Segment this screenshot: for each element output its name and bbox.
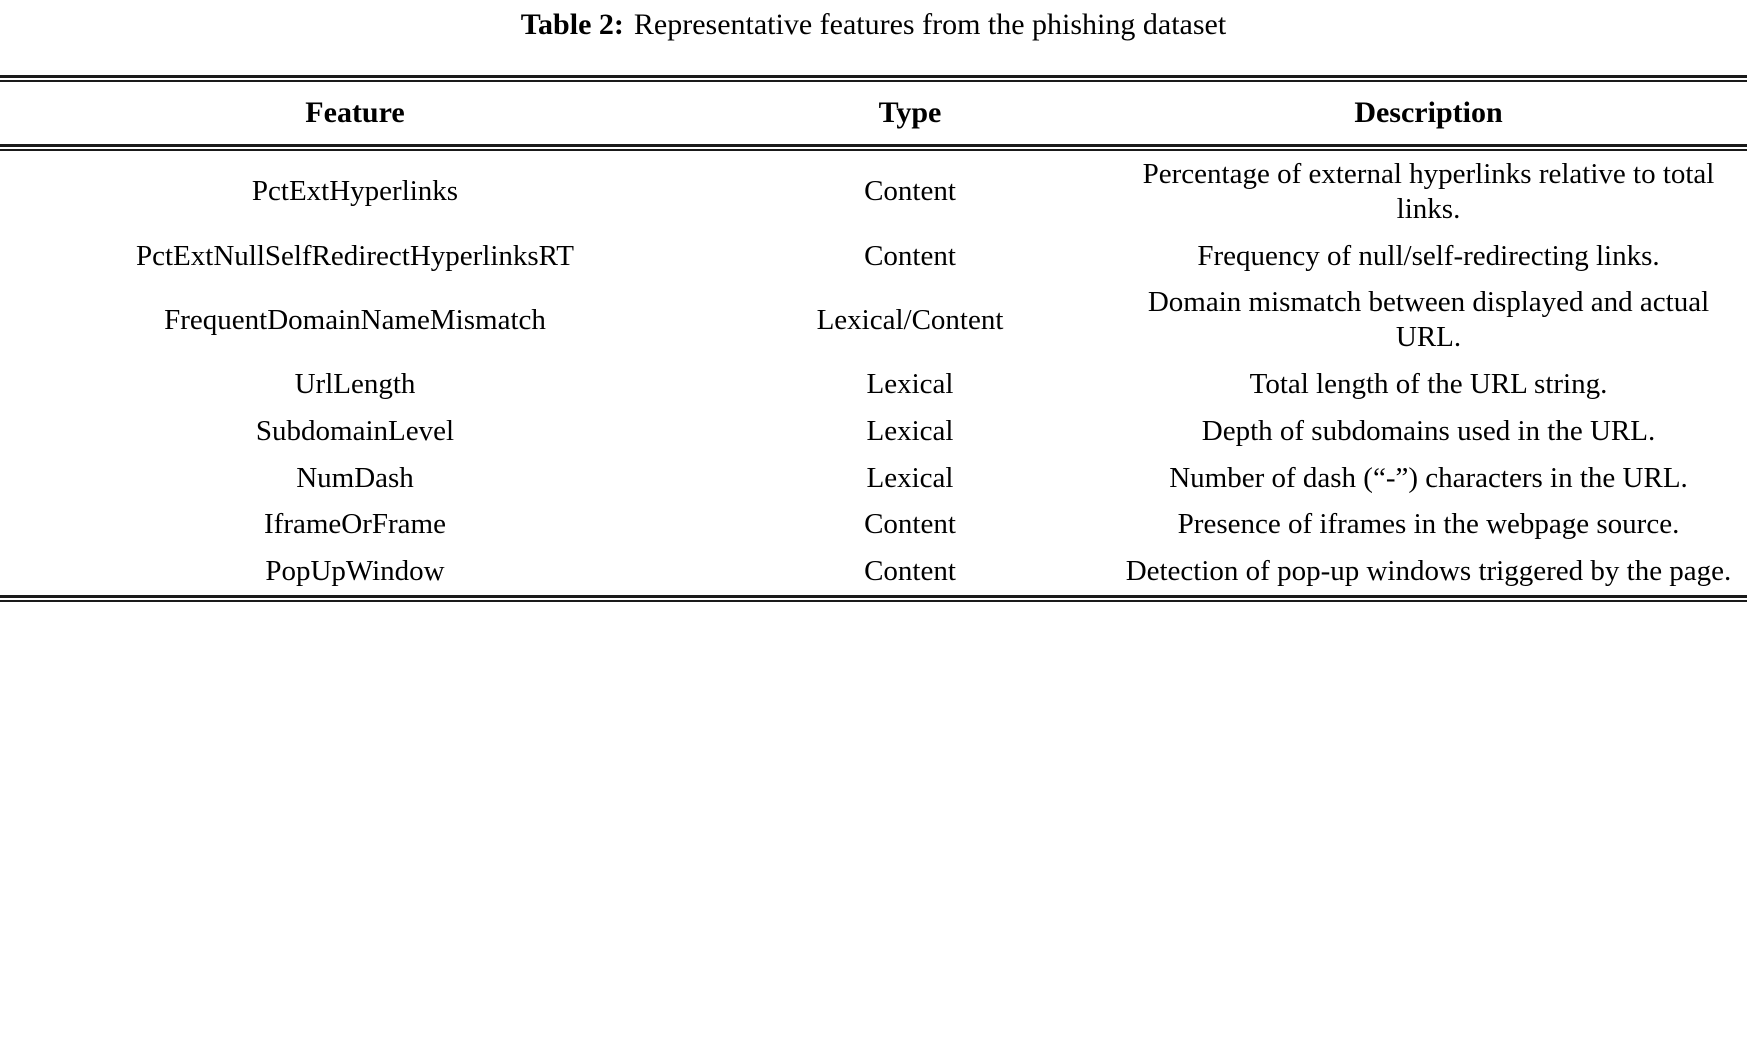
- column-header-type: Type: [878, 96, 942, 129]
- cell-description: Detection of pop-up windows triggered by…: [1125, 555, 1732, 588]
- features-table-body: PctExtHyperlinks Content Percentage of e…: [0, 151, 1747, 595]
- cell-description: Presence of iframes in the webpage sourc…: [1177, 508, 1680, 541]
- features-table: Feature Type Description: [0, 82, 1747, 144]
- cell-feature: SubdomainLevel: [255, 414, 455, 447]
- cell-type: Content: [864, 508, 956, 541]
- cell-feature: FrequentDomainNameMismatch: [164, 303, 546, 336]
- caption-text: Representative features from the phishin…: [633, 8, 1227, 41]
- cell-feature: IframeOrFrame: [264, 508, 446, 541]
- table-header-row: Feature Type Description: [0, 82, 1747, 144]
- column-header-feature: Feature: [305, 96, 405, 129]
- column-header-description: Description: [1354, 96, 1503, 129]
- cell-description: Percentage of external hyperlinks relati…: [1142, 158, 1715, 225]
- table-row: PctExtHyperlinks Content Percentage of e…: [0, 151, 1747, 233]
- cell-feature: PctExtHyperlinks: [251, 175, 459, 208]
- table-row: PopUpWindow Content Detection of pop-up …: [0, 548, 1747, 595]
- table-caption: Table 2: Representative features from the…: [0, 0, 1747, 41]
- table-row: NumDash Lexical Number of dash (“-”) cha…: [0, 455, 1747, 502]
- cell-type: Content: [864, 555, 956, 588]
- table-row: UrlLength Lexical Total length of the UR…: [0, 361, 1747, 408]
- cell-description: Depth of subdomains used in the URL.: [1201, 414, 1656, 447]
- table-row: SubdomainLevel Lexical Depth of subdomai…: [0, 408, 1747, 455]
- cell-feature: PctExtNullSelfRedirectHyperlinksRT: [135, 239, 575, 272]
- cell-description: Number of dash (“-”) characters in the U…: [1169, 461, 1688, 494]
- table-row: IframeOrFrame Content Presence of iframe…: [0, 501, 1747, 548]
- cell-feature: UrlLength: [294, 367, 416, 400]
- cell-description: Frequency of null/self-redirecting links…: [1197, 239, 1660, 272]
- table-top-rule: [0, 75, 1747, 82]
- cell-feature: PopUpWindow: [265, 555, 445, 588]
- caption-label: Table 2:: [520, 8, 624, 41]
- table-row: FrequentDomainNameMismatch Lexical/Conte…: [0, 279, 1747, 361]
- cell-type: Lexical: [866, 367, 954, 400]
- table-row: PctExtNullSelfRedirectHyperlinksRT Conte…: [0, 233, 1747, 280]
- table-bottom-rule: [0, 594, 1747, 602]
- cell-type: Lexical/Content: [816, 303, 1004, 336]
- cell-description: Domain mismatch between displayed and ac…: [1147, 286, 1710, 354]
- cell-type: Lexical: [866, 414, 954, 447]
- cell-feature: NumDash: [296, 461, 414, 494]
- cell-description: Total length of the URL string.: [1249, 367, 1608, 400]
- cell-type: Lexical: [866, 461, 954, 494]
- table-header-rule: [0, 144, 1747, 151]
- cell-type: Content: [864, 175, 956, 208]
- cell-type: Content: [864, 239, 956, 272]
